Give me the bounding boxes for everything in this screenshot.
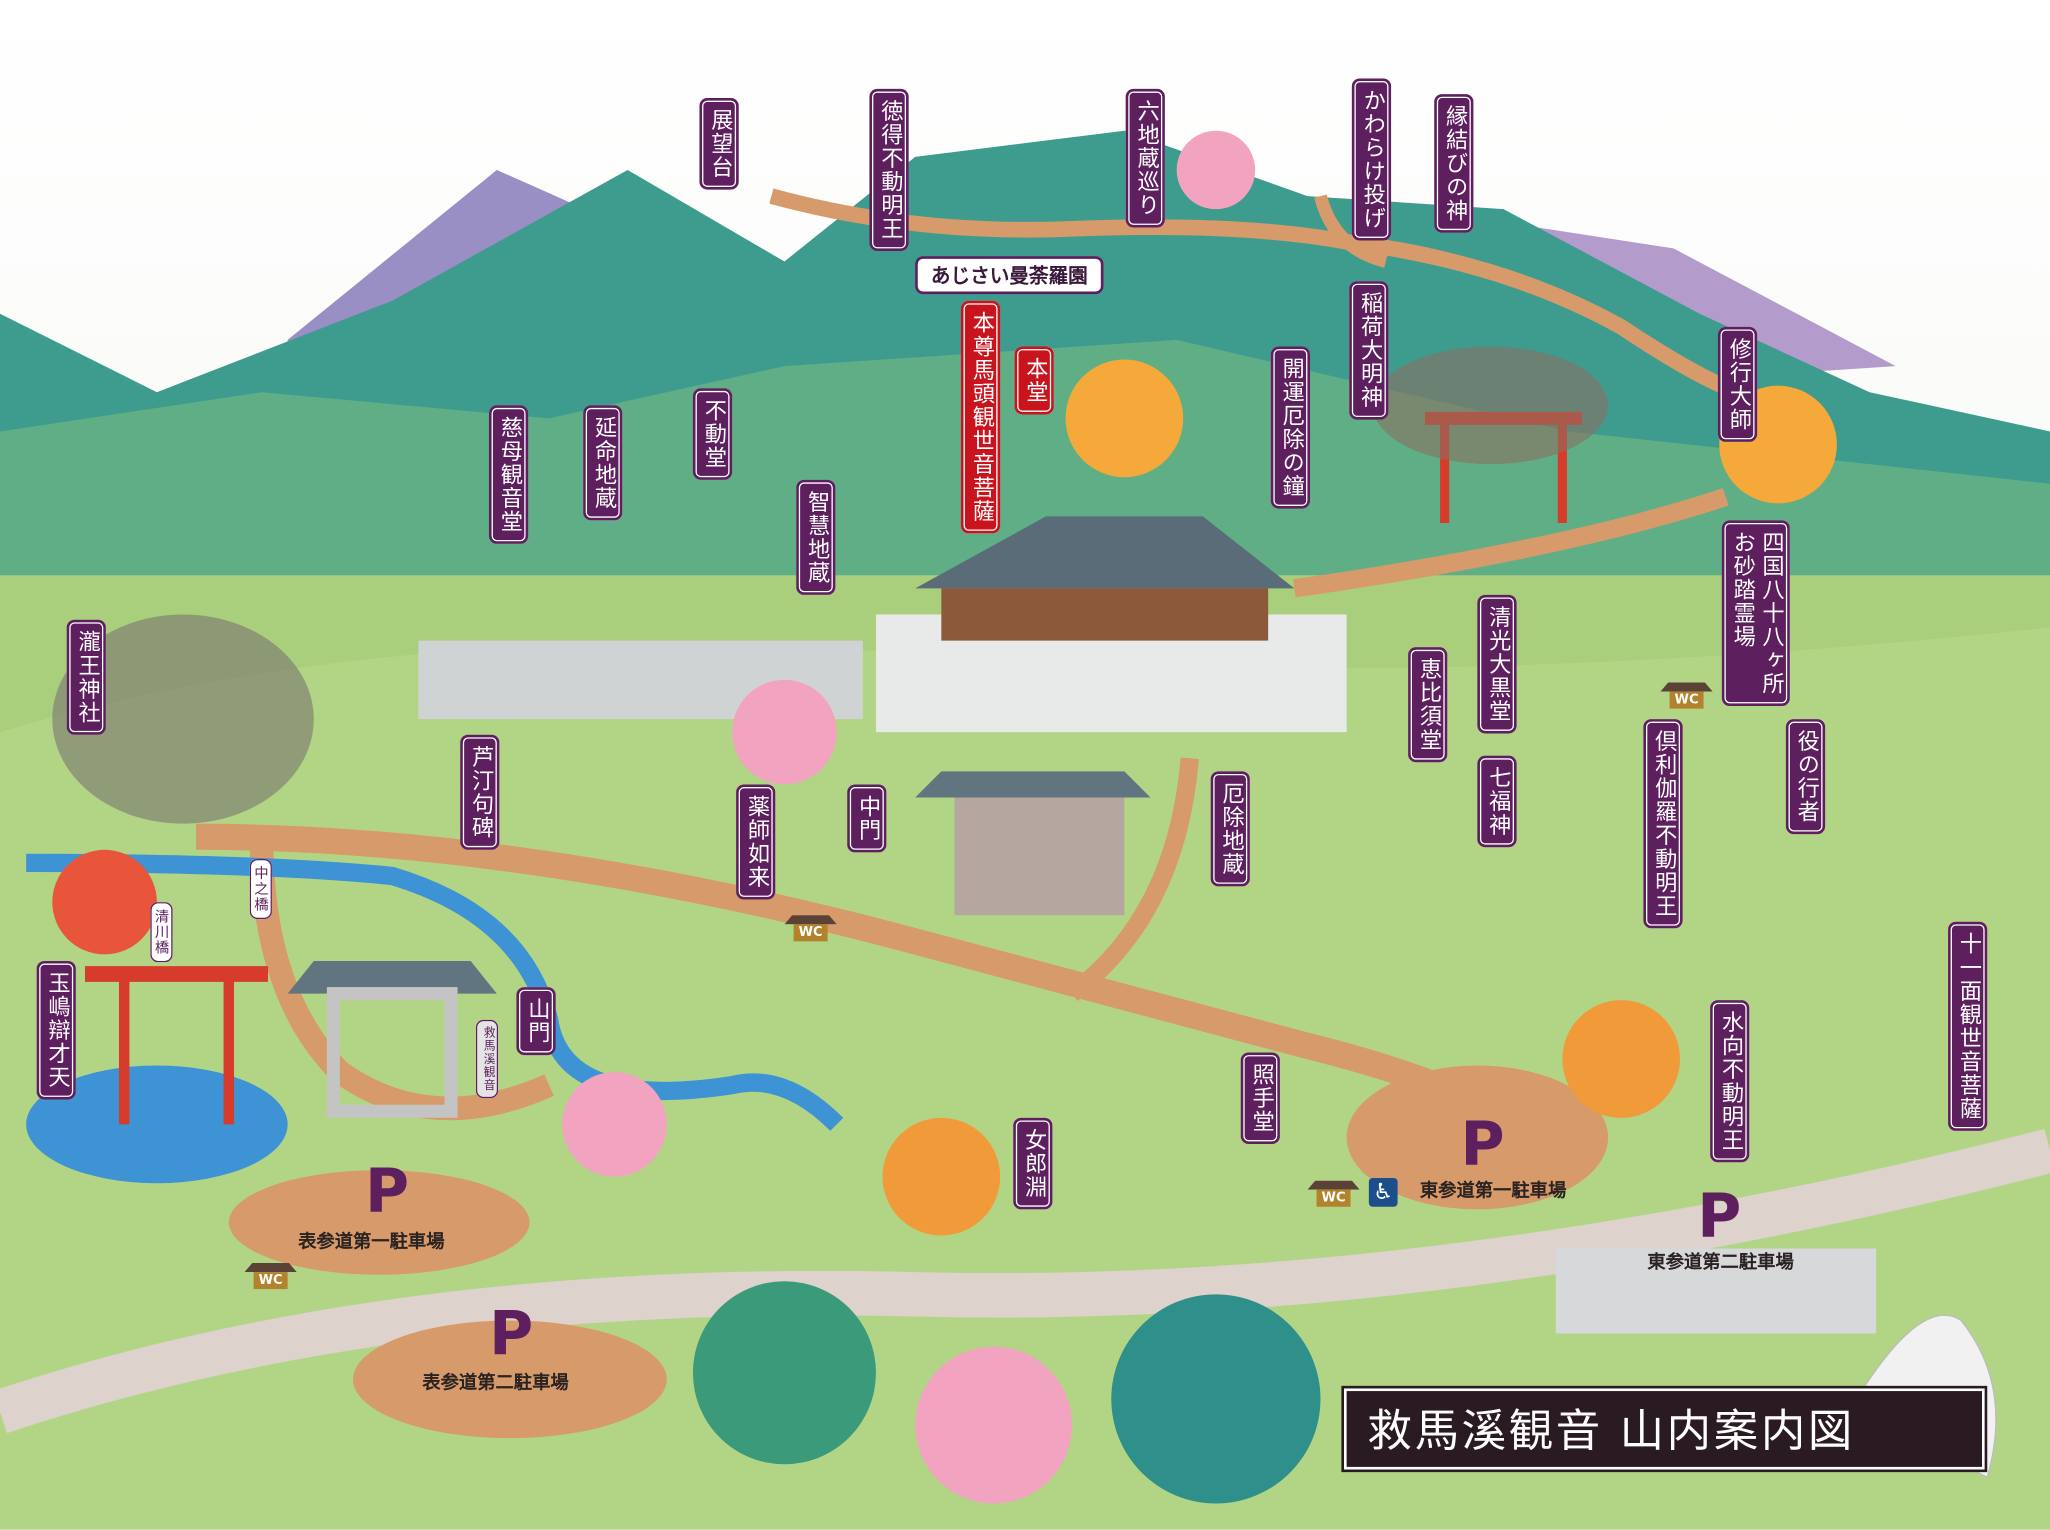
parking-lot-4 [1555, 1248, 1877, 1334]
label-bell[interactable]: 開運厄除の鐘 [1270, 346, 1311, 509]
restroom-icon: WC [244, 1262, 297, 1290]
gate-stone-marker: 救馬溪観音 [475, 1019, 499, 1099]
label-jibo-kannon[interactable]: 慈母観音堂 [488, 405, 529, 544]
map-title: 救馬溪観音 山内案内図 [1344, 1388, 1985, 1470]
parking-icon: P [1460, 1108, 1505, 1180]
parking-icon: P [364, 1155, 410, 1227]
label-terute-do[interactable]: 照手堂 [1240, 1052, 1280, 1144]
restroom-icon: WC [1660, 682, 1713, 709]
label-sanmon[interactable]: 山門 [516, 987, 556, 1056]
label-tokutoku-fudo[interactable]: 徳得不動明王 [869, 88, 909, 252]
label-seiko-daikoku[interactable]: 清光大黒堂 [1477, 594, 1517, 734]
road [0, 1128, 2050, 1434]
label-main-hall[interactable]: 本堂 [1014, 346, 1054, 415]
label-naka-bridge[interactable]: 中之橋 [249, 858, 272, 920]
wheelchair-icon: ♿ [1368, 1177, 1398, 1207]
label-inari[interactable]: 稲荷大明神 [1349, 281, 1389, 420]
label-jorofuchi[interactable]: 女郎淵 [1013, 1117, 1053, 1210]
label-kawarake[interactable]: かわらけ投げ [1351, 78, 1392, 241]
mountain-path [769, 188, 1742, 400]
label-enmusubi[interactable]: 縁結びの神 [1434, 94, 1474, 233]
restroom-icon: WC [1307, 1180, 1360, 1207]
parking-lot-1 [228, 1170, 530, 1275]
label-mizumuke-fudo[interactable]: 水向不動明王 [1710, 1000, 1750, 1163]
label-fudo-do[interactable]: 不動堂 [692, 388, 733, 480]
parking-higashi-1[interactable]: 東参道第一駐車場 [1419, 1180, 1567, 1202]
label-shichifukujin[interactable]: 七福神 [1477, 755, 1517, 848]
label-benzaiten[interactable]: 玉嶋辯才天 [36, 960, 76, 1100]
label-en-no-gyoja[interactable]: 役の行者 [1785, 719, 1826, 835]
label-hydrangea-garden[interactable]: あじさい曼荼羅園 [915, 256, 1104, 295]
label-shugyo-daishi[interactable]: 修行大師 [1717, 326, 1758, 442]
label-rotei-kuhi[interactable]: 芦汀句碑 [460, 734, 500, 850]
restroom-icon: WC [784, 915, 837, 942]
label-honzon[interactable]: 本尊馬頭観世音菩薩 [960, 300, 1001, 534]
main-hall-roof [915, 516, 1295, 589]
label-enmei-jizo[interactable]: 延命地蔵 [583, 405, 623, 521]
label-kurikara[interactable]: 倶利伽羅不動明王 [1643, 719, 1683, 929]
label-rokujizo[interactable]: 六地蔵巡り [1125, 88, 1165, 228]
label-takio-jinja[interactable]: 瀧王神社 [66, 619, 106, 735]
parking-omote-2[interactable]: 表参道第二駐車場 [422, 1372, 569, 1394]
label-chie-jizo[interactable]: 智慧地蔵 [796, 479, 836, 595]
sanmon-gate [287, 960, 497, 994]
parking-omote-1[interactable]: 表参道第一駐車場 [298, 1231, 445, 1253]
label-yakuyoke-jizo[interactable]: 厄除地蔵 [1210, 771, 1250, 887]
label-chumon[interactable]: 中門 [847, 784, 887, 853]
label-ebisu-do[interactable]: 恵比須堂 [1408, 647, 1448, 763]
middle-gate [915, 771, 1151, 798]
label-juichimen[interactable]: 十一面観世音菩薩 [1948, 921, 1988, 1131]
label-shikoku-88[interactable]: 四国八十八ヶ所 お砂踏霊場 [1721, 520, 1790, 706]
parking-lot-2 [352, 1320, 667, 1439]
parking-icon: P [489, 1298, 534, 1369]
parking-icon: P [1697, 1180, 1742, 1252]
parking-lot-3 [1346, 1065, 1609, 1210]
label-yakushi[interactable]: 薬師如来 [736, 784, 776, 900]
label-kiyokawa-bridge[interactable]: 清川橋 [150, 902, 173, 963]
parking-higashi-2[interactable]: 東参道第二駐車場 [1647, 1252, 1794, 1274]
main-path [196, 823, 1471, 1110]
label-observation-deck[interactable]: 展望台 [699, 98, 739, 190]
